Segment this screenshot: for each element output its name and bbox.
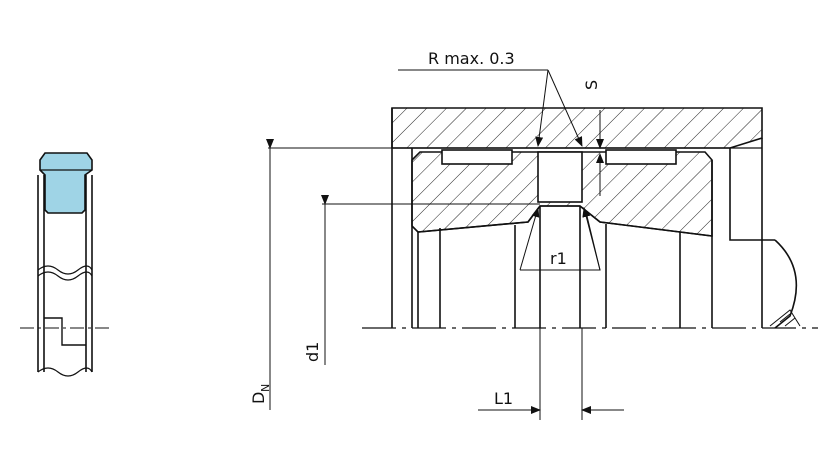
housing-section: [391, 107, 763, 149]
seal-groove: [537, 151, 583, 203]
svg-text:D: D: [249, 392, 268, 404]
housing: [391, 107, 763, 149]
dimensions: [266, 69, 624, 420]
svg-text:N: N: [259, 384, 272, 392]
seal-side-view: [20, 152, 110, 377]
s-label: S: [582, 80, 601, 90]
r1-label: r1: [550, 249, 567, 268]
guide-strip-right: [605, 149, 677, 165]
guide-strip-left: [441, 149, 513, 165]
seal-profile: [39, 152, 93, 214]
d1-label: d1: [303, 342, 322, 362]
piston-body: [411, 149, 713, 237]
l1-label: L1: [494, 389, 513, 408]
dn-label: D N: [249, 384, 272, 404]
radius-note-label: R max. 0.3: [428, 49, 515, 68]
outline-lines: [391, 108, 801, 329]
